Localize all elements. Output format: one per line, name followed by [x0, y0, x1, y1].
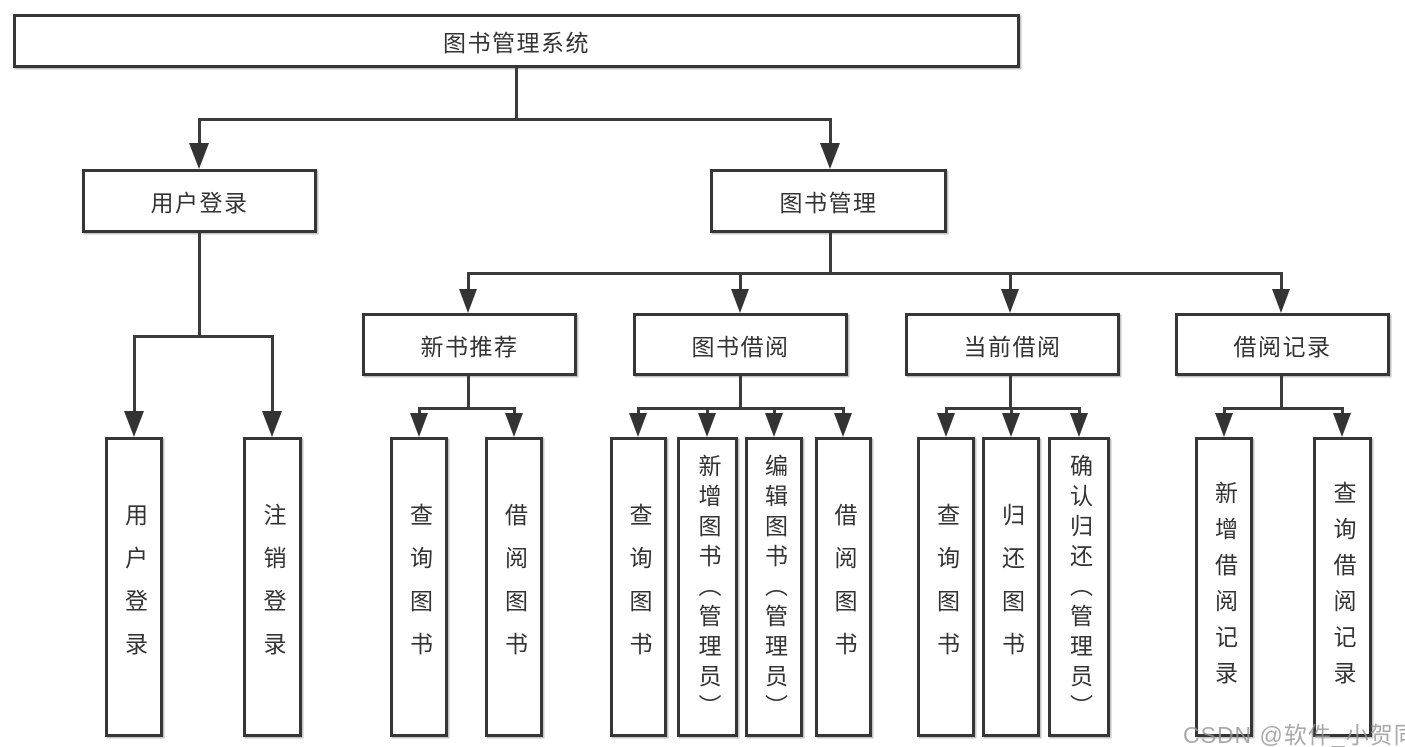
connector-login-stem: [198, 233, 201, 335]
arrow-down-icon: [629, 413, 647, 437]
leaf-recommend-borrow-book: 借阅图书: [485, 437, 543, 737]
node-new-book-recommend: 新书推荐: [362, 313, 577, 376]
arrow-down-icon: [189, 143, 209, 169]
leaf-current-query-book: 查询图书: [917, 437, 975, 737]
arrow-down-icon: [1001, 289, 1019, 313]
node-root: 图书管理系统: [13, 14, 1020, 68]
connector-to-borrow-records: [1280, 272, 1283, 294]
connector-login-branch: [133, 335, 274, 338]
arrow-down-icon: [731, 289, 749, 313]
arrow-down-icon: [262, 411, 282, 437]
arrow-down-icon: [1272, 289, 1290, 313]
connector-root-branch: [198, 118, 831, 121]
arrow-down-icon: [124, 411, 144, 437]
connector-borrow-stem: [739, 376, 742, 407]
connector-recommend-stem: [467, 376, 470, 407]
connector-to-leaf-user-login: [133, 335, 136, 415]
node-current-borrow: 当前借阅: [905, 313, 1120, 376]
arrow-down-icon: [1215, 413, 1233, 437]
node-book-borrow: 图书借阅: [633, 313, 848, 376]
leaf-recommend-query-book: 查询图书: [390, 437, 448, 737]
leaf-edit-book-admin: 编辑图书（管理员）: [745, 437, 803, 737]
arrow-down-icon: [820, 143, 840, 169]
connector-records-branch: [1223, 407, 1344, 410]
connector-management-stem: [829, 233, 832, 272]
arrow-down-icon: [505, 413, 523, 437]
leaf-query-borrow-record: 查询借阅记录: [1313, 437, 1372, 737]
connector-to-book-borrow: [739, 272, 742, 294]
leaf-return-book: 归还图书: [982, 437, 1040, 737]
connector-root-stem: [515, 68, 518, 118]
arrow-down-icon: [1002, 413, 1020, 437]
leaf-user-login: 用户登录: [105, 437, 163, 737]
arrow-down-icon: [765, 413, 783, 437]
connector-management-branch: [467, 272, 1283, 275]
arrow-down-icon: [410, 413, 428, 437]
arrow-down-icon: [698, 413, 716, 437]
leaf-borrow-borrow-book: 借阅图书: [815, 437, 872, 737]
node-borrow-records: 借阅记录: [1175, 313, 1390, 376]
connector-to-leaf-logout: [271, 335, 274, 415]
arrow-down-icon: [1070, 413, 1088, 437]
arrow-down-icon: [459, 289, 477, 313]
connector-records-stem: [1280, 376, 1283, 407]
connector-borrow-branch: [637, 407, 845, 410]
node-user-login: 用户登录: [82, 169, 317, 233]
connector-to-current-borrow: [1009, 272, 1012, 294]
arrow-down-icon: [1333, 413, 1351, 437]
leaf-logout: 注销登录: [243, 437, 302, 737]
connector-to-new-book-recommend: [467, 272, 470, 294]
connector-to-book-management: [829, 118, 832, 150]
leaf-add-book-admin: 新增图书（管理员）: [677, 437, 738, 737]
leaf-confirm-return-admin: 确认归还（管理员）: [1048, 437, 1110, 737]
leaf-borrow-query-book: 查询图书: [610, 437, 667, 737]
connector-recommend-branch: [418, 407, 516, 410]
connector-current-stem: [1009, 376, 1012, 407]
arrow-down-icon: [937, 413, 955, 437]
connector-current-branch: [945, 407, 1081, 410]
csdn-watermark: CSDN @软件_小贺同学: [1183, 722, 1405, 747]
node-book-management: 图书管理: [710, 169, 947, 233]
arrow-down-icon: [834, 413, 852, 437]
connector-to-user-login: [198, 118, 201, 150]
leaf-add-borrow-record: 新增借阅记录: [1195, 437, 1253, 737]
